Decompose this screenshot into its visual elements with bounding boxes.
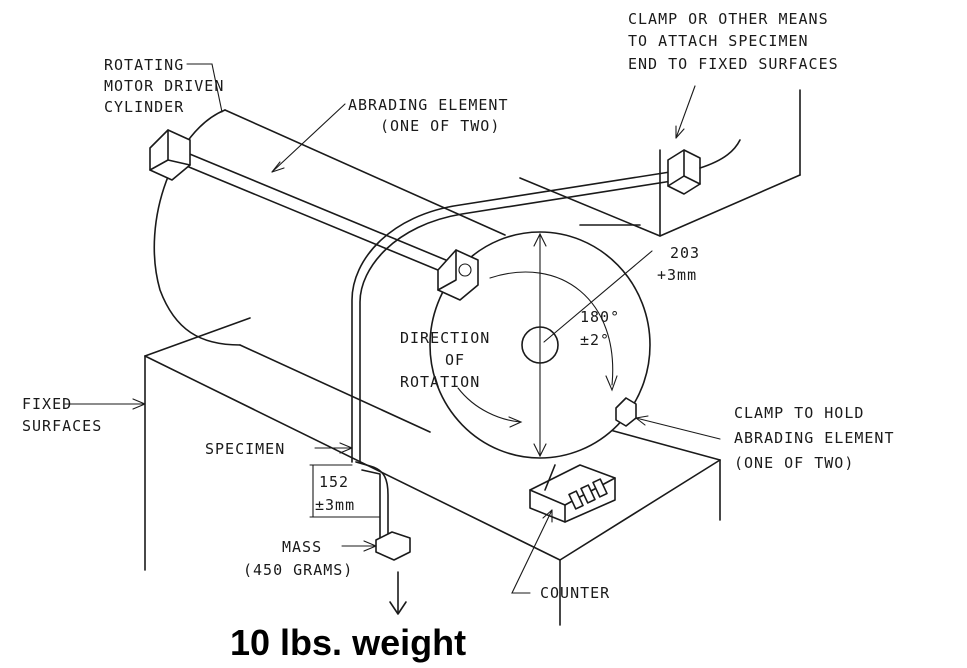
svg-text:±2°: ±2°: [580, 331, 610, 349]
svg-text:ABRADING ELEMENT: ABRADING ELEMENT: [734, 429, 895, 447]
label-clamp-specimen: CLAMP OR OTHER MEANS TO ATTACH SPECIMEN …: [628, 10, 839, 73]
svg-text:SPECIMEN: SPECIMEN: [205, 440, 285, 458]
label-mass: MASS (450 GRAMS): [243, 538, 353, 579]
mass-block: [375, 531, 411, 561]
label-length: 152 ±3mm: [315, 473, 355, 514]
weight-note: 10 lbs. weight: [230, 622, 466, 663]
svg-text:END TO FIXED SURFACES: END TO FIXED SURFACES: [628, 55, 839, 73]
leader-lines: [64, 63, 721, 615]
svg-text:SURFACES: SURFACES: [22, 417, 102, 435]
svg-text:OF: OF: [445, 351, 465, 369]
svg-text:CLAMP TO HOLD: CLAMP TO HOLD: [734, 404, 864, 422]
upper-fixed-surface: [519, 89, 801, 237]
svg-text:+3mm: +3mm: [657, 266, 697, 284]
svg-text:ROTATING: ROTATING: [104, 56, 184, 74]
abrading-element: [149, 129, 637, 427]
svg-text:203: 203: [670, 244, 700, 262]
svg-text:FIXED: FIXED: [22, 395, 72, 413]
svg-text:MOTOR DRIVEN: MOTOR DRIVEN: [104, 77, 224, 95]
label-specimen: SPECIMEN: [205, 440, 285, 458]
label-direction-of-rotation: DIRECTION OF ROTATION: [400, 329, 490, 391]
label-fixed-surfaces: FIXED SURFACES: [22, 395, 102, 435]
svg-text:ABRADING ELEMENT: ABRADING ELEMENT: [348, 96, 509, 114]
svg-text:DIRECTION: DIRECTION: [400, 329, 490, 347]
label-rotating-cylinder: ROTATING MOTOR DRIVEN CYLINDER: [104, 56, 224, 116]
svg-text:TO ATTACH SPECIMEN: TO ATTACH SPECIMEN: [628, 32, 809, 50]
label-angle: 180° ±2°: [580, 308, 620, 349]
counter-device: [529, 464, 616, 523]
label-counter: COUNTER: [540, 584, 610, 602]
svg-text:180°: 180°: [580, 308, 620, 326]
svg-text:COUNTER: COUNTER: [540, 584, 610, 602]
label-diameter: 203 +3mm: [657, 244, 700, 284]
svg-text:CYLINDER: CYLINDER: [104, 98, 184, 116]
label-abrading-element: ABRADING ELEMENT (ONE OF TWO): [348, 96, 509, 135]
svg-text:152: 152: [319, 473, 349, 491]
rotating-cylinder: [153, 109, 651, 459]
svg-text:ROTATION: ROTATION: [400, 373, 480, 391]
svg-text:±3mm: ±3mm: [315, 496, 355, 514]
svg-text:MASS: MASS: [282, 538, 322, 556]
specimen-strip: [351, 139, 741, 561]
svg-text:(450 GRAMS): (450 GRAMS): [243, 561, 353, 579]
svg-text:CLAMP OR OTHER MEANS: CLAMP OR OTHER MEANS: [628, 10, 829, 28]
label-clamp-abrading: CLAMP TO HOLD ABRADING ELEMENT (ONE OF T…: [734, 404, 895, 472]
svg-text:(ONE OF TWO): (ONE OF TWO): [380, 117, 500, 135]
svg-text:(ONE OF TWO): (ONE OF TWO): [734, 454, 854, 472]
